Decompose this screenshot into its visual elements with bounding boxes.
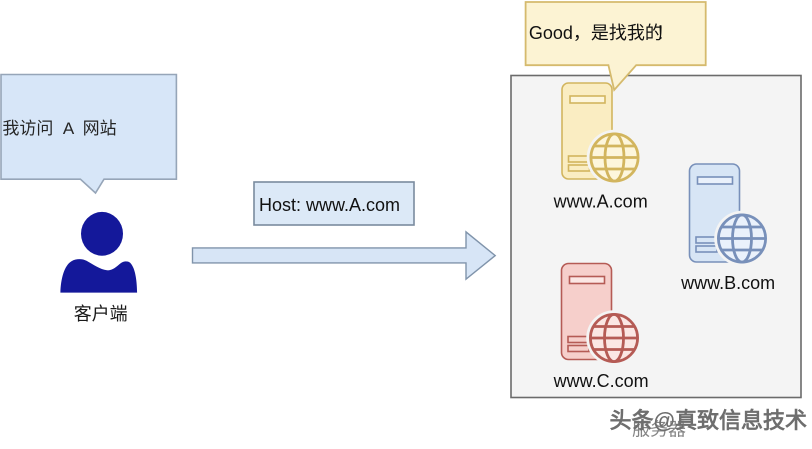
svg-text:www.C.com: www.C.com bbox=[553, 371, 649, 391]
svg-text:Host: www.A.com: Host: www.A.com bbox=[259, 195, 400, 215]
svg-text:服务器: 服务器 bbox=[632, 420, 686, 440]
svg-text:我访问 A 网站: 我访问 A 网站 bbox=[2, 119, 116, 138]
svg-text:客户端: 客户端 bbox=[74, 304, 128, 324]
svg-text:头条@真致信息技术: 头条@真致信息技术 bbox=[610, 408, 807, 433]
svg-text:Good，是找我的！: Good，是找我的！ bbox=[529, 23, 674, 43]
svg-text:www.B.com: www.B.com bbox=[680, 273, 775, 293]
svg-text:www.A.com: www.A.com bbox=[553, 192, 648, 212]
